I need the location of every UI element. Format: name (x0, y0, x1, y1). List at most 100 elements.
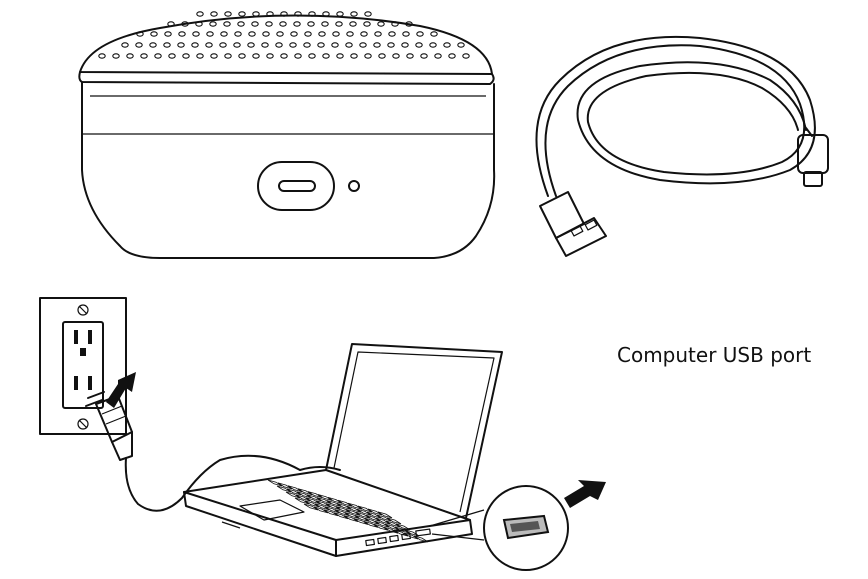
speaker-led-icon (349, 181, 359, 191)
grille-hole (197, 12, 203, 16)
grille-hole (295, 54, 301, 58)
grille-hole (346, 43, 352, 47)
grille-hole (235, 32, 241, 36)
power-plug-icon (86, 392, 300, 511)
grille-hole (323, 54, 329, 58)
grille-hole (458, 43, 464, 47)
grille-hole (211, 12, 217, 16)
grille-hole (234, 43, 240, 47)
keyboard-key (414, 536, 428, 542)
speaker-icon (79, 12, 494, 258)
grille-hole (248, 43, 254, 47)
grille-hole (407, 54, 413, 58)
grille-hole (252, 22, 258, 26)
grille-hole (351, 12, 357, 16)
grille-hole (416, 43, 422, 47)
grille-hole (365, 54, 371, 58)
grille-hole (403, 32, 409, 36)
grille-hole (276, 43, 282, 47)
grille-hole (364, 22, 370, 26)
laptop-keyboard (268, 480, 428, 542)
grille-hole (238, 22, 244, 26)
usb-port-label: Computer USB port (617, 343, 811, 367)
grille-hole (417, 32, 423, 36)
grille-hole (127, 54, 133, 58)
grille-hole (305, 32, 311, 36)
grille-hole (378, 22, 384, 26)
grille-hole (402, 43, 408, 47)
grille-hole (164, 43, 170, 47)
speaker-charge-port (258, 162, 334, 210)
grille-hole (308, 22, 314, 26)
grille-hole (393, 54, 399, 58)
grille-hole (463, 54, 469, 58)
grille-hole (210, 22, 216, 26)
grille-hole (449, 54, 455, 58)
grille-hole (375, 32, 381, 36)
grille-hole (141, 54, 147, 58)
grille-hole (333, 32, 339, 36)
grille-hole (337, 54, 343, 58)
grille-hole (374, 43, 380, 47)
keyboard-key (268, 480, 282, 486)
grille-hole (379, 54, 385, 58)
grille-hole (206, 43, 212, 47)
grille-hole (347, 32, 353, 36)
wall-outlet-icon (40, 298, 126, 434)
grille-hole (192, 43, 198, 47)
speaker-grille (99, 12, 469, 58)
grille-hole (421, 54, 427, 58)
grille-hole (239, 54, 245, 58)
grille-hole (207, 32, 213, 36)
grille-hole (253, 54, 259, 58)
grille-hole (151, 32, 157, 36)
grille-hole (262, 43, 268, 47)
grille-hole (365, 12, 371, 16)
port-arrow-icon (564, 480, 606, 508)
grille-hole (281, 54, 287, 58)
grille-hole (351, 54, 357, 58)
grille-hole (290, 43, 296, 47)
usb-cable-icon (536, 37, 828, 256)
grille-hole (179, 32, 185, 36)
grille-hole (225, 54, 231, 58)
grille-hole (322, 22, 328, 26)
grille-hole (169, 54, 175, 58)
grille-hole (277, 32, 283, 36)
grille-hole (389, 32, 395, 36)
grille-hole (280, 22, 286, 26)
grille-hole (224, 22, 230, 26)
grille-hole (99, 54, 105, 58)
grille-hole (178, 43, 184, 47)
laptop-icon (184, 344, 502, 556)
grille-hole (360, 43, 366, 47)
grille-hole (136, 43, 142, 47)
grille-hole (350, 22, 356, 26)
grille-hole (113, 54, 119, 58)
grille-hole (193, 32, 199, 36)
grille-hole (430, 43, 436, 47)
laptop-screen (326, 344, 502, 518)
grille-hole (267, 54, 273, 58)
grille-hole (253, 12, 259, 16)
usb-port-closeup-icon (430, 486, 568, 570)
grille-hole (388, 43, 394, 47)
grille-hole (155, 54, 161, 58)
grille-hole (225, 12, 231, 16)
grille-hole (336, 22, 342, 26)
grille-hole (150, 43, 156, 47)
grille-hole (332, 43, 338, 47)
grille-hole (220, 43, 226, 47)
grille-hole (266, 22, 272, 26)
grille-hole (197, 54, 203, 58)
grille-hole (165, 32, 171, 36)
grille-hole (294, 22, 300, 26)
laptop-trackpad (240, 500, 304, 520)
grille-hole (361, 32, 367, 36)
grille-hole (304, 43, 310, 47)
grille-hole (122, 43, 128, 47)
grille-hole (444, 43, 450, 47)
grille-hole (211, 54, 217, 58)
grille-hole (239, 12, 245, 16)
